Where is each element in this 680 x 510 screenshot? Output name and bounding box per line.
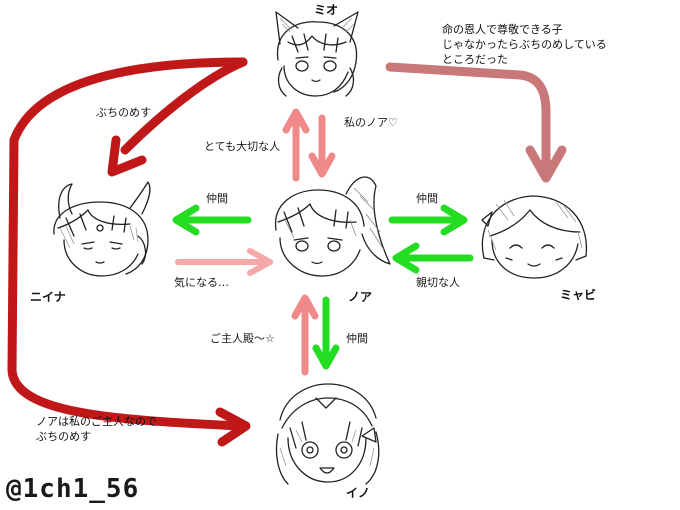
- arrow-ino-to-noa: [291, 294, 319, 376]
- headband-girl-icon: [275, 383, 380, 485]
- label-nina-to-ino-line-2: ぶちのめす: [36, 430, 92, 443]
- label-mio-to-miyabi-line-1: 命の恩人で尊敬できる子: [442, 23, 563, 36]
- label-ino-to-noa: ご主人殿〜☆: [210, 332, 275, 345]
- label-mio-to-miyabi-line-3: ところだった: [442, 53, 508, 66]
- label-nina-to-ino: ノアは私のご主人なので ぶちのめす: [36, 414, 157, 444]
- arrow-noa-to-ino: [312, 296, 340, 370]
- label-noa-to-miyabi: 仲間: [416, 192, 438, 205]
- arrow-noa-to-nina: [172, 204, 252, 236]
- bob-hair-girl-icon: [481, 195, 588, 279]
- arrow-mio-to-miyabi: [385, 62, 567, 183]
- label-nina-to-ino-line-1: ノアは私のご主人なので: [36, 415, 157, 428]
- label-nina-to-noa: 気になる…: [174, 276, 229, 289]
- name-miyabi: ミャビ: [560, 288, 597, 302]
- arrow-noa-to-mio: [282, 108, 310, 182]
- label-mio-to-miyabi-line-2: じゃなかったらぶちのめしている: [442, 38, 607, 51]
- arrow-mio-to-nina: [107, 57, 248, 177]
- arrow-mio-to-noa: [308, 114, 336, 178]
- name-ino: イノ: [346, 486, 371, 500]
- label-miyabi-to-noa: 親切な人: [416, 276, 460, 289]
- label-mio-to-noa: 私のノア♡: [344, 116, 398, 129]
- name-nina: ニイナ: [30, 290, 66, 304]
- arrow-nina-to-noa: [175, 248, 273, 276]
- label-noa-to-mio: とても大切な人: [204, 140, 281, 153]
- label-noa-to-ino: 仲間: [346, 332, 368, 345]
- horned-girl-icon: [53, 181, 151, 277]
- name-mio: ミオ: [314, 3, 339, 17]
- label-noa-to-nina: 仲間: [206, 192, 228, 205]
- cat-eared-girl-icon: [275, 11, 359, 97]
- arrow-noa-to-miyabi: [388, 204, 468, 236]
- watermark: @1ch1_56: [6, 474, 140, 504]
- ponytail-girl-icon: [274, 176, 391, 277]
- arrow-mio-to-ino: [7, 57, 251, 447]
- label-mio-to-miyabi: 命の恩人で尊敬できる子 じゃなかったらぶちのめしている ところだった: [442, 22, 607, 67]
- label-mio-to-nina: ぶちのめす: [96, 106, 152, 119]
- arrow-miyabi-to-noa: [392, 242, 474, 274]
- name-noa: ノア: [348, 290, 373, 304]
